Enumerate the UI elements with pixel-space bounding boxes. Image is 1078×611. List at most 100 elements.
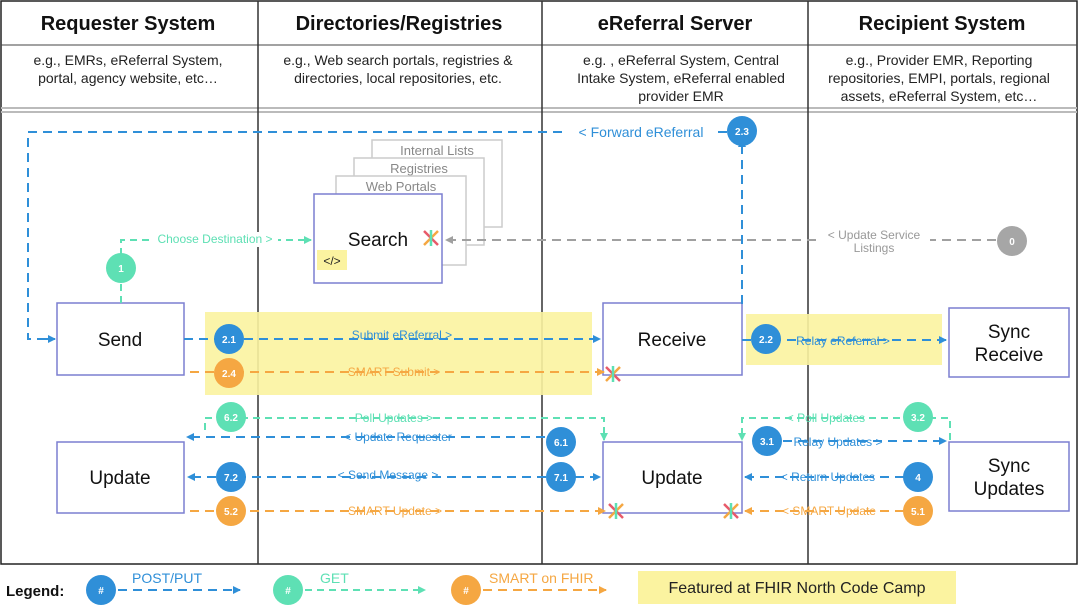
label-poll-updates-requester: Poll Updates > xyxy=(355,411,433,425)
label-update-requester: < Update Requester xyxy=(344,430,452,444)
svg-text:0: 0 xyxy=(1009,237,1015,248)
arrow-poll-updates-recipient xyxy=(738,417,951,441)
svg-text:5.1: 5.1 xyxy=(911,507,925,518)
card-internal-lists-label: Internal Lists xyxy=(400,143,474,158)
label-relay-ereferral: Relay eReferral > xyxy=(796,334,890,348)
label-send-message: < Send Message > xyxy=(338,468,439,482)
legend-smart-on-fhir: # SMART on FHIR xyxy=(451,570,607,605)
svg-text:6.1: 6.1 xyxy=(554,438,568,449)
node-sync-updates-label-1: Sync xyxy=(988,456,1030,477)
diagram-frame xyxy=(0,0,1078,565)
step-badge-2-3: 2.3 xyxy=(727,116,757,146)
svg-text:3.1: 3.1 xyxy=(760,437,774,448)
smart-icon xyxy=(608,503,624,519)
label-smart-update-recipient: < SMART Update xyxy=(782,504,876,518)
highlight-band-submit xyxy=(205,312,592,395)
code-icon xyxy=(317,250,347,270)
label-choose-destination: Choose Destination > xyxy=(157,232,272,246)
legend-post-put: # POST/PUT xyxy=(86,570,241,605)
smart-icon xyxy=(605,366,621,382)
node-update-server xyxy=(602,441,743,514)
step-badge-0: 0 xyxy=(997,226,1027,256)
smart-icon xyxy=(423,230,439,246)
step-badge-5-2: 5.2 xyxy=(216,496,246,526)
node-receive-label: Receive xyxy=(638,330,707,351)
step-badge-4: 4 xyxy=(903,462,933,492)
step-badge-7-1: 7.1 xyxy=(546,462,576,492)
node-receive xyxy=(602,302,743,376)
step-badge-2-2: 2.2 xyxy=(751,324,781,354)
column-desc-requester-line2: portal, agency website, etc… xyxy=(38,70,218,86)
step-badge-6-1: 6.1 xyxy=(546,427,576,457)
arrow-forward-ereferral xyxy=(27,131,743,340)
svg-text:4: 4 xyxy=(915,473,921,484)
step-badge-2-4: 2.4 xyxy=(214,358,244,388)
column-title-requester: Requester System xyxy=(41,13,216,35)
column-desc-directories-line2: directories, local repositories, etc. xyxy=(294,70,502,86)
label-submit-ereferral: Submit eReferral > xyxy=(352,328,452,342)
column-desc-recipient-line1: e.g., Provider EMR, Reporting xyxy=(846,52,1033,68)
column-desc-recipient-line2: repositories, EMPI, portals, regional xyxy=(828,70,1050,86)
label-smart-submit: SMART Submit > xyxy=(348,365,441,379)
svg-text:#: # xyxy=(463,586,469,597)
step-badge-6-2: 6.2 xyxy=(216,402,246,432)
svg-text:7.2: 7.2 xyxy=(224,473,238,484)
node-sync-receive-label-2: Receive xyxy=(975,345,1044,366)
label-update-service-line1: < Update Service xyxy=(828,228,921,242)
node-sync-receive xyxy=(948,307,1070,378)
label-bg-service xyxy=(818,229,930,257)
node-sync-updates-label-2: Updates xyxy=(974,479,1045,500)
column-desc-directories-line1: e.g., Web search portals, registries & xyxy=(283,52,513,68)
step-badge-1: 1 xyxy=(106,253,136,283)
svg-text:#: # xyxy=(285,586,291,597)
column-desc-requester-line1: e.g., EMRs, eReferral System, xyxy=(33,52,222,68)
node-update-server-label: Update xyxy=(641,468,702,489)
legend-featured-box xyxy=(638,571,956,604)
node-sync-receive-label-1: Sync xyxy=(988,322,1030,343)
node-search-label: Search xyxy=(348,230,408,251)
card-registries-label: Registries xyxy=(390,161,448,176)
svg-text:2.4: 2.4 xyxy=(222,369,236,380)
card-web-portals-label: Web Portals xyxy=(366,179,437,194)
column-desc-server-line1: e.g. , eReferral System, Central xyxy=(583,52,779,68)
column-title-recipient: Recipient System xyxy=(859,13,1026,35)
label-relay-updates: Relay Updates > xyxy=(793,435,882,449)
column-title-ereferral-server: eReferral Server xyxy=(598,13,753,35)
column-desc-server-line3: provider EMR xyxy=(638,88,724,104)
svg-text:#: # xyxy=(98,586,104,597)
arrow-poll-updates-requester xyxy=(204,417,608,441)
node-send xyxy=(56,302,185,376)
legend-featured-label: Featured at FHIR North Code Camp xyxy=(669,580,926,597)
label-return-updates: < Return Updates xyxy=(781,470,875,484)
svg-text:2.1: 2.1 xyxy=(222,335,236,346)
svg-text:POST/PUT: POST/PUT xyxy=(132,570,202,586)
node-sync-updates xyxy=(948,441,1070,512)
label-bg-choose xyxy=(152,232,278,247)
node-send-label: Send xyxy=(98,330,142,351)
svg-text:SMART on FHIR: SMART on FHIR xyxy=(489,570,594,586)
column-desc-recipient-line3: assets, eReferral System, etc… xyxy=(841,88,1038,104)
svg-text:2.2: 2.2 xyxy=(759,335,773,346)
step-badge-5-1: 5.1 xyxy=(903,496,933,526)
svg-text:GET: GET xyxy=(320,570,349,586)
step-badge-7-2: 7.2 xyxy=(216,462,246,492)
label-forward-ereferral: < Forward eReferral xyxy=(579,124,704,140)
svg-text:1: 1 xyxy=(118,264,124,275)
label-update-service-line2: Listings xyxy=(854,241,895,255)
svg-text:6.2: 6.2 xyxy=(224,413,238,424)
node-update-requester xyxy=(56,441,185,514)
step-badge-3-1: 3.1 xyxy=(752,426,782,456)
label-bg-forward xyxy=(568,123,714,140)
node-update-requester-label: Update xyxy=(89,468,150,489)
legend-title: Legend: xyxy=(6,583,64,600)
label-smart-update-requester: SMART Update > xyxy=(348,504,442,518)
step-badge-2-1: 2.1 xyxy=(214,324,244,354)
svg-text:3.2: 3.2 xyxy=(911,413,925,424)
code-icon-label: </> xyxy=(323,254,340,268)
svg-text:7.1: 7.1 xyxy=(554,473,568,484)
svg-text:5.2: 5.2 xyxy=(224,507,238,518)
smart-icon xyxy=(723,503,739,519)
arrow-choose-destination xyxy=(120,236,312,303)
